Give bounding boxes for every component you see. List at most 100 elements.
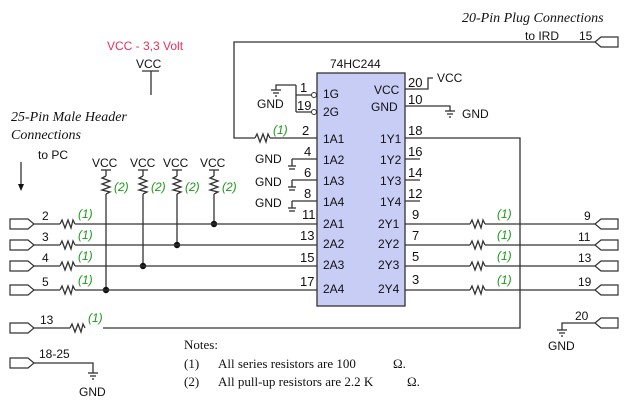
pc-pin-4: 4 [42,251,49,265]
series-tag: (1) [78,273,93,287]
resistor-icon [136,175,149,195]
pc-gnd-label: GND [79,385,106,399]
connector-icon [9,284,35,296]
connector-icon [9,218,35,230]
pc-pin-18-25: 18-25 [39,347,70,361]
ird-pin-9: 9 [584,209,591,223]
pin-num-19: 19 [297,98,311,113]
pin-num-8: 8 [304,186,311,201]
pin-label-vcc: VCC [374,83,400,97]
ground-icon [445,110,455,118]
resistor-icon [254,132,271,145]
pin-num-2: 2 [302,123,309,138]
pullup-tag-1: (2) [114,180,129,194]
pin-num-5: 5 [412,249,419,264]
header-title-line1: 25-Pin Male Header [11,110,127,125]
to-pc-arrow [18,162,24,191]
pullup-vcc-2: VCC [130,156,156,170]
resistor-icon [469,239,486,252]
pin-label-gnd: GND [371,100,398,114]
resistor-icon [59,260,76,273]
series-tag: (1) [78,207,93,221]
wire-pc18-25-gnd [34,362,94,373]
pin-label-2y2: 2Y2 [378,237,400,251]
pin-num-3: 3 [412,272,419,287]
pin-label-2y4: 2Y4 [378,282,400,296]
resistor-icon [170,175,183,195]
pin-label-1y4: 1Y4 [380,195,402,209]
pin-num-12: 12 [408,186,422,201]
pullup-vcc-3: VCC [163,156,189,170]
ground-icon [271,89,281,97]
pin-label-2a2: 2A2 [323,237,345,251]
series-tag: (1) [88,311,103,325]
ird-output-lines: (1)9(1)11(1)13(1)19 [405,207,619,297]
series-tag: (1) [497,249,512,263]
notes-title: Notes: [184,337,218,352]
enable-wires [275,84,312,113]
pc-input-lines: 2(1)3(1)4(1)5(1)13(1) [9,207,317,335]
ird-pin-19: 19 [578,275,592,289]
vcc-pin-label: VCC [437,71,463,85]
series-tag: (1) [497,273,512,287]
pin-num-14: 14 [408,165,422,180]
resistor-icon [469,284,486,297]
chip-74hc244 [316,72,406,307]
pin-label-1a3: 1A3 [323,174,345,188]
unused-output-stubs [405,158,420,202]
series-tag: (1) [273,123,288,137]
chip-name: 74HC244 [330,57,381,71]
pin-label-2a1: 2A1 [323,217,345,231]
series-tag: (1) [78,249,93,263]
ird-pin-11: 11 [578,230,591,244]
series-tag: (1) [78,228,93,242]
gnd-label-1a2: GND [255,152,282,166]
resistor-icon [59,218,76,231]
pin-num-6: 6 [304,165,311,180]
pin-num-17: 17 [300,274,314,289]
supply-label: VCC - 3,3 Volt [107,39,184,53]
resistor-icon [469,218,486,231]
pc-pin-5: 5 [42,275,49,289]
pin-num-1: 1 [300,80,307,95]
resistor-icon [69,322,86,335]
pin-label-2a4: 2A4 [323,282,345,296]
gnd-label-enable: GND [257,97,284,111]
pullup-tag-2: (2) [151,180,166,194]
ird-pin-20: 20 [575,309,589,323]
pullup-group: VCC VCC VCC VCC (2) (2) (2) (2) [92,156,237,194]
connector-icon [9,357,35,369]
pin-label-1a4: 1A4 [323,195,345,209]
supply-vcc-label: VCC [136,57,162,71]
pin-num-7: 7 [412,228,419,243]
ird-pin-15: 15 [579,29,593,43]
header-title-line2: Connections [11,128,82,143]
resistor-icon [469,260,486,273]
gnd-label-1a3: GND [255,175,282,189]
resistor-icon [59,284,76,297]
plug-title: 20-Pin Plug Connections [462,11,604,26]
series-tag: (1) [497,207,512,221]
note-2-num: (2) [184,374,199,389]
pin-label-2y3: 2Y3 [378,258,400,272]
note-1-num: (1) [184,356,199,371]
pin-num-10: 10 [408,92,422,107]
pin-num-9: 9 [412,207,419,222]
power-wires [405,77,451,111]
pin-label-1a2: 1A2 [323,153,345,167]
pullup-tag-3: (2) [185,180,200,194]
connector-icon [594,36,619,48]
pin-label-1y1: 1Y1 [380,132,402,146]
pin-num-20: 20 [408,75,422,90]
connector-icon [9,239,35,251]
note-1-text: All series resistors are 100 [218,356,356,371]
pin-label-1y2: 1Y2 [380,153,402,167]
pin-label-2y1: 2Y1 [378,217,400,231]
supply-vcc-symbol [142,70,159,95]
unused-inputs-ground [288,158,317,212]
resistor-icon [99,175,112,195]
pullup-tag-4: (2) [222,180,237,194]
enable-bubble-1g [311,92,317,98]
pin-num-4: 4 [304,144,311,159]
